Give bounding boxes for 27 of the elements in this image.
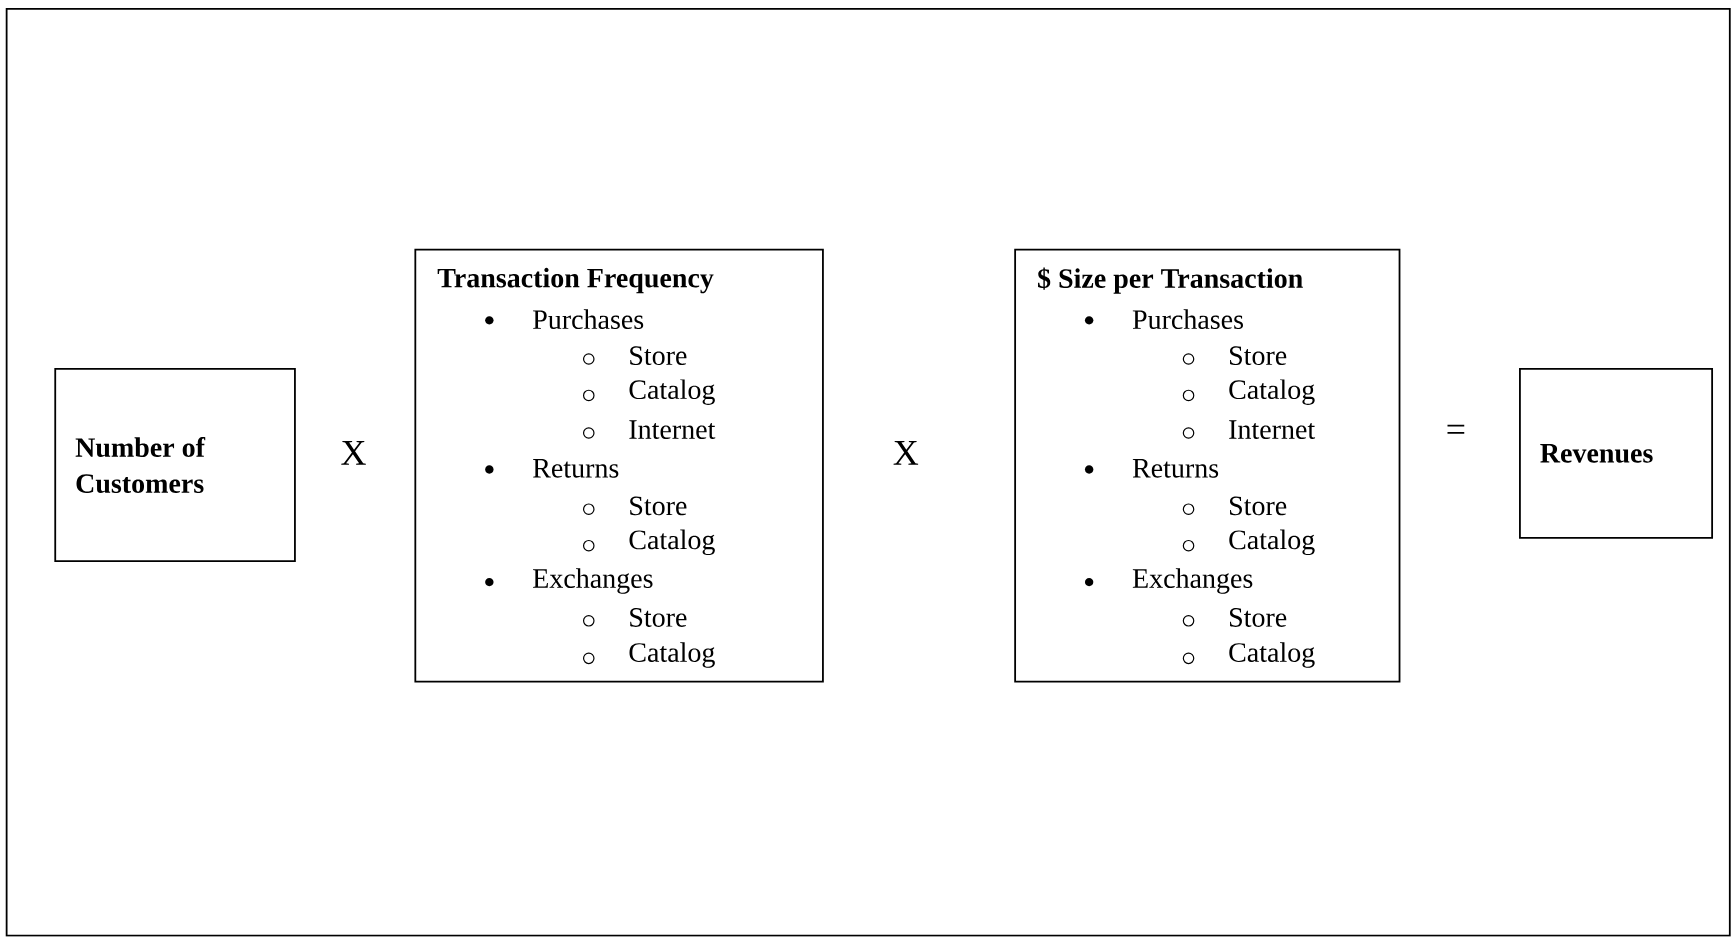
text-box: Revenues (1519, 368, 1713, 539)
list-item: Catalog (629, 379, 715, 406)
list-item: Purchases (1132, 309, 1243, 330)
list-item: Store (1230, 496, 1287, 516)
operator-sign: X (341, 441, 366, 465)
list-item: Catalog (1229, 529, 1315, 556)
operator-sign: = (1447, 424, 1465, 434)
text-box: Number of Customers (54, 368, 296, 563)
list-item: Purchases (533, 309, 644, 330)
list-item: Store (1230, 608, 1287, 628)
list-heading: $ Size per Transaction (1038, 267, 1303, 294)
list-item: Store (1230, 346, 1287, 366)
list-item: Internet (1229, 420, 1316, 440)
list-item: Store (630, 496, 687, 516)
list-heading: Transaction Frequency (437, 267, 714, 294)
list-item: Catalog (629, 642, 715, 668)
list-item: Internet (629, 420, 716, 440)
list-item: Catalog (1229, 642, 1315, 668)
list-item: Store (630, 346, 687, 366)
list-item: Store (630, 608, 687, 628)
list-item: Exchanges (1132, 568, 1253, 594)
list-item: Exchanges (533, 568, 653, 594)
list-item: Catalog (1229, 379, 1315, 406)
operator-sign: X (893, 441, 919, 465)
list-item: Catalog (629, 529, 715, 556)
list-item: Returns (533, 459, 619, 478)
list-item: Returns (1132, 459, 1219, 478)
